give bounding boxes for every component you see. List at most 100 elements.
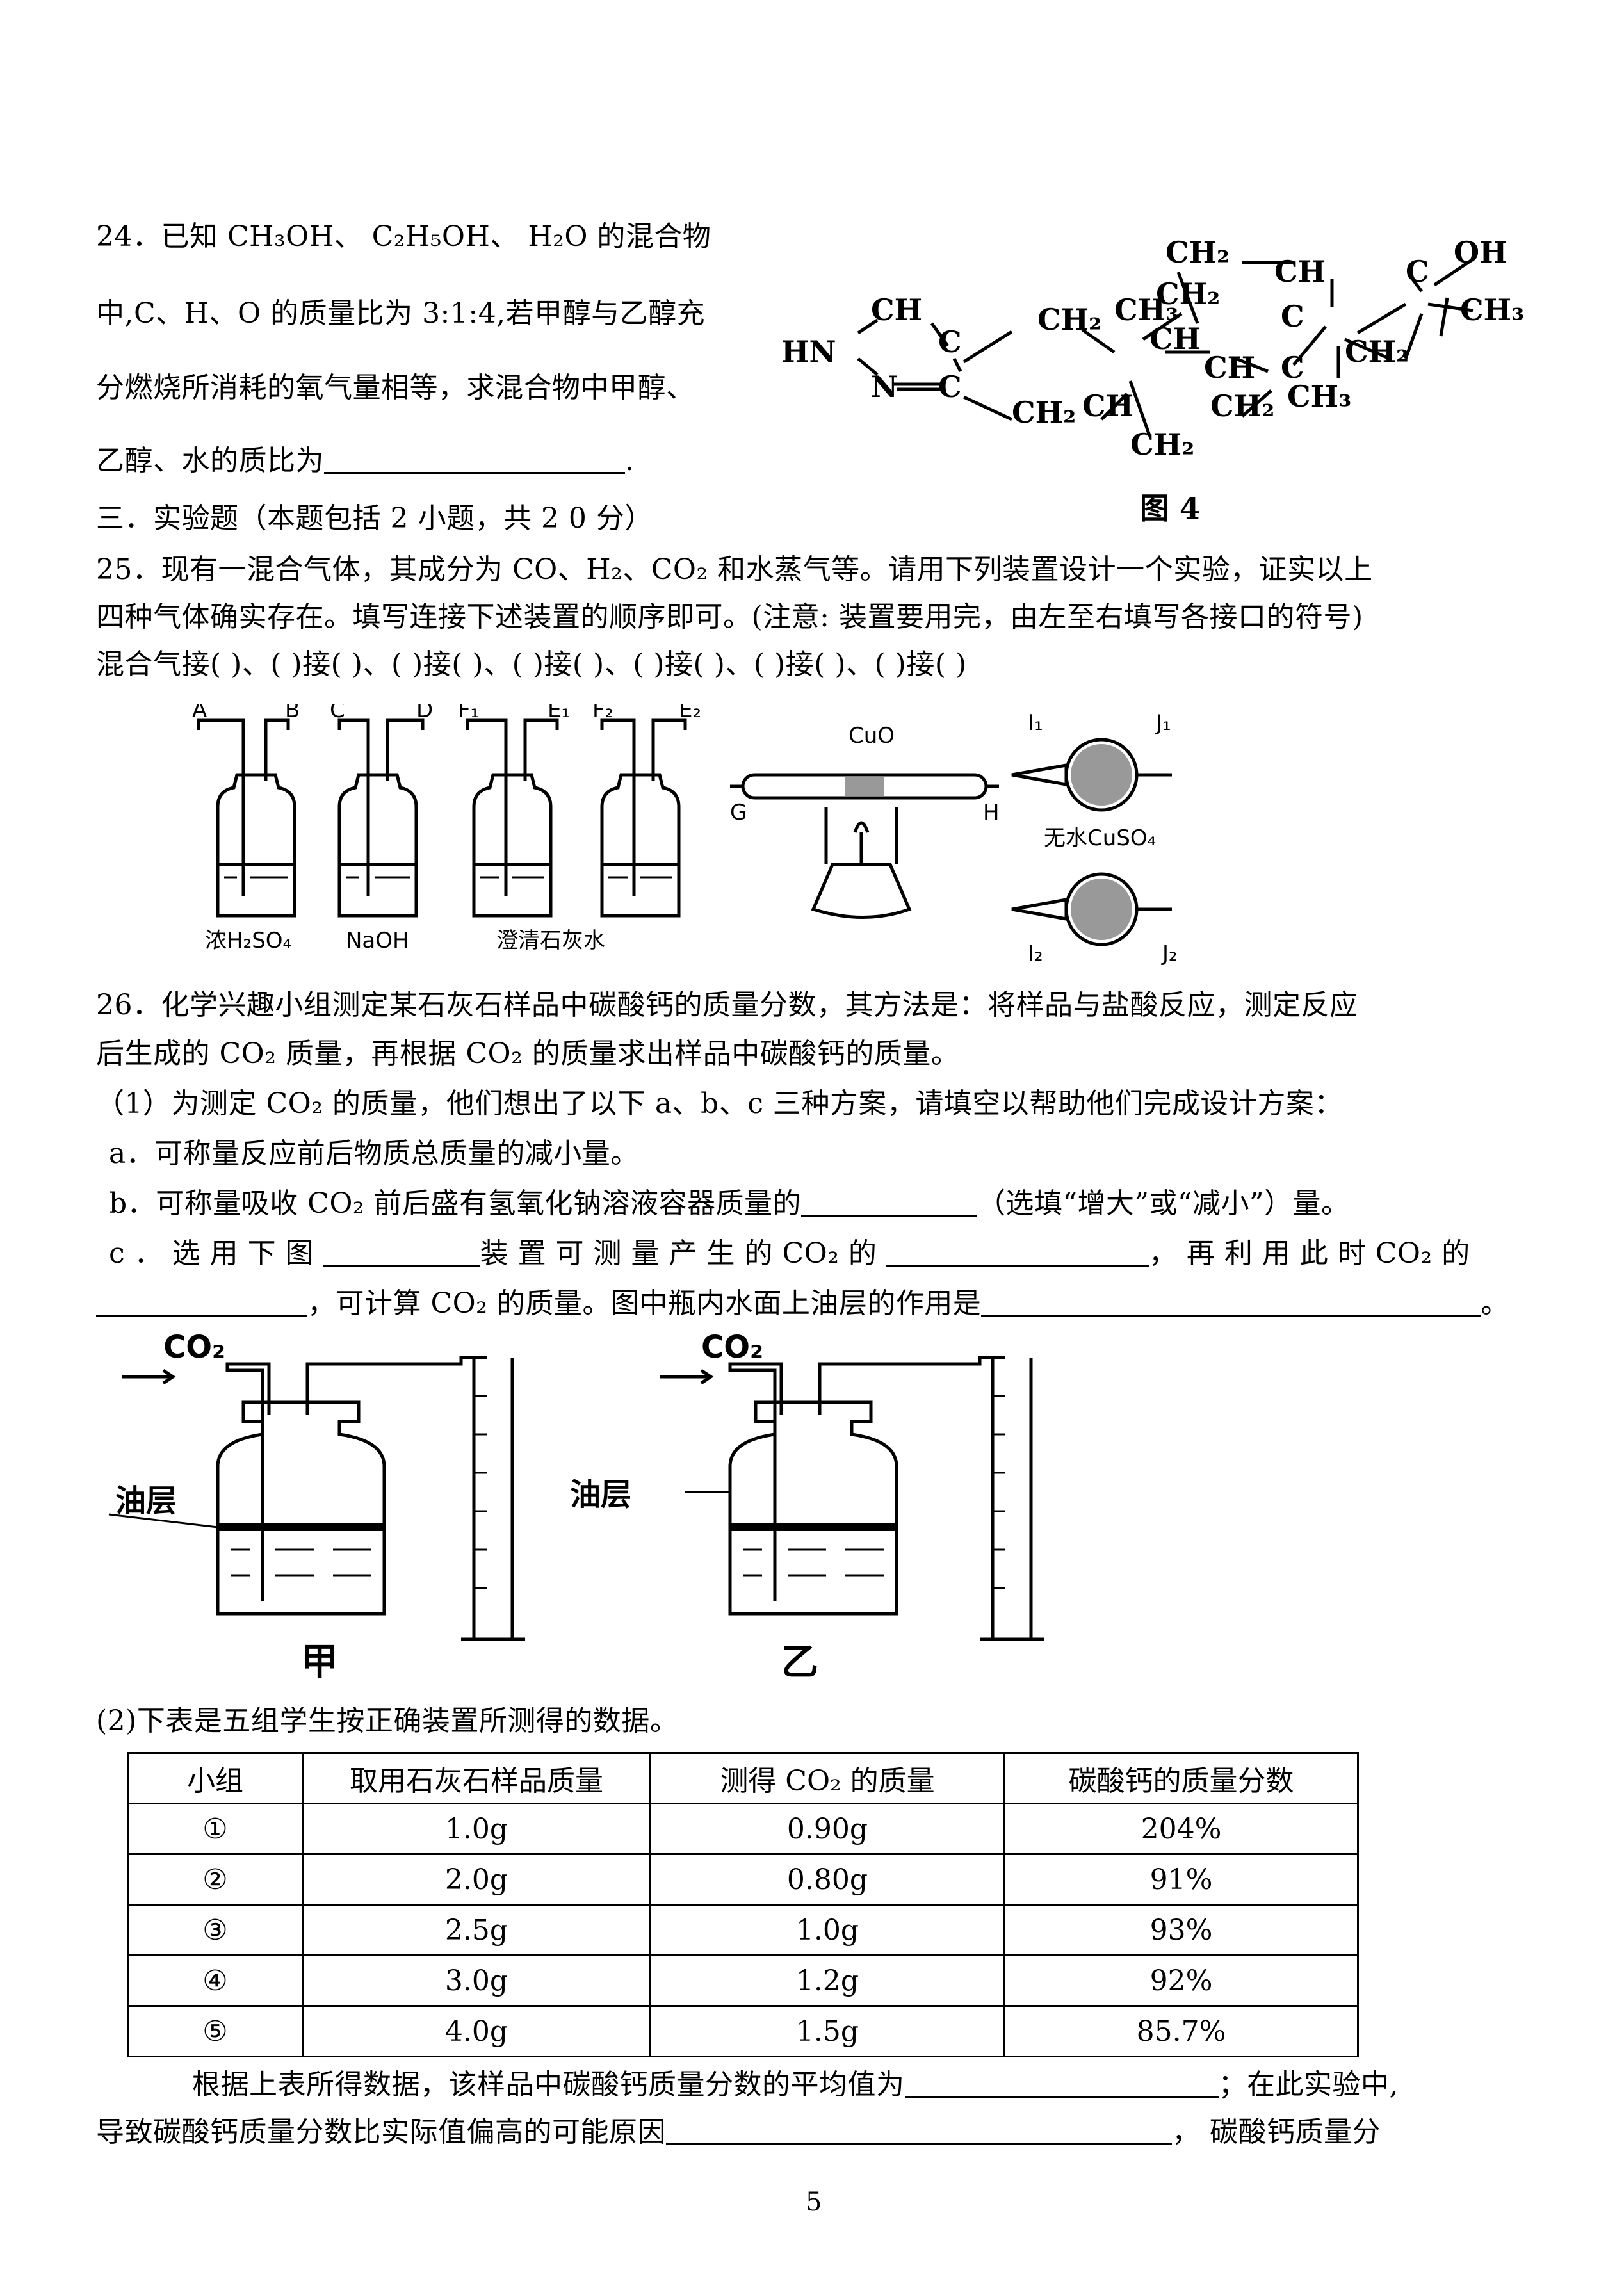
q26-b-blank[interactable]: [801, 1187, 978, 1217]
svg-text:N: N: [871, 369, 898, 404]
q24-line4-end: .: [625, 444, 635, 477]
table-cell: 3.0g: [302, 1954, 651, 2007]
table-header: 小组: [127, 1752, 304, 1804]
label-cuso4: 无水CuSO₄: [1044, 825, 1156, 851]
table-cell: ④: [127, 1954, 304, 2007]
svg-text:CH: CH: [1082, 389, 1133, 423]
caption-jia: 甲: [301, 1640, 338, 1678]
svg-text:C: C: [1281, 299, 1304, 334]
q26-2-after1: 根据上表所得数据，该样品中碳酸钙质量分数的平均值为 ；在此实验中,: [192, 2066, 1399, 2104]
q26-line1: 26．化学兴趣小组测定某石灰石样品中碳酸钙的质量分数，其方法是：将样品与盐酸反应…: [96, 989, 1358, 1021]
q26-option-a: a．可称量反应前后物质总质量的减小量。: [109, 1137, 639, 1170]
table-row: ④ 3.0g 1.2g 92%: [127, 1954, 1359, 2007]
svg-text:CH₂: CH₂: [1156, 277, 1220, 311]
section3-heading: 三．实验题（本题包括 2 小题，共 2 0 分）: [96, 502, 653, 535]
table-cell: ③: [127, 1904, 304, 1956]
oil-label-yi: 油层: [570, 1477, 631, 1512]
q24-line4-text: 乙醇、水的质比为: [96, 444, 324, 477]
svg-text:C: C: [1406, 254, 1429, 289]
svg-text:CH: CH: [1149, 321, 1201, 356]
q25-line1: 25．现有一混合气体，其成分为 CO、H₂、CO₂ 和水蒸气等。请用下列装置设计…: [96, 553, 1373, 586]
svg-text:C: C: [938, 369, 962, 404]
label-D: D: [416, 704, 433, 723]
table-header: 取用石灰石样品质量: [302, 1752, 651, 1804]
co2-label-yi: CO₂: [701, 1329, 763, 1365]
svg-text:CH₂: CH₂: [1037, 302, 1101, 337]
q26-c-blank3[interactable]: [96, 1286, 307, 1317]
table-cell: 0.90g: [649, 1803, 1005, 1855]
svg-text:C: C: [1281, 350, 1304, 385]
table-cell: 91%: [1003, 1853, 1359, 1906]
table-row: ⑤ 4.0g 1.5g 85.7%: [127, 2005, 1359, 2057]
q26-c-blank4[interactable]: [981, 1286, 1481, 1317]
svg-text:CH: CH: [871, 293, 922, 327]
figures-jia-yi: CO₂ CO₂ 油层 油层 甲 乙: [108, 1329, 1044, 1678]
table-cell: 1.2g: [649, 1954, 1005, 2007]
svg-text:CH₂: CH₂: [1210, 389, 1274, 423]
svg-text:CH: CH: [1204, 350, 1255, 385]
label-J1: J₁: [1155, 710, 1171, 736]
co2-label-jia: CO₂: [163, 1329, 225, 1365]
table-cell: 204%: [1003, 1803, 1359, 1855]
label-C: C: [330, 704, 345, 723]
q26-c-blank1[interactable]: [323, 1237, 480, 1267]
q26-option-b: b．可称量吸收 CO₂ 前后盛有氢氧化钠溶液容器质量的（选填“增大”或“减小”）…: [109, 1185, 1350, 1223]
table-header: 测得 CO₂ 的质量: [649, 1752, 1005, 1804]
table-cell: 2.5g: [302, 1904, 651, 1956]
q26-2-reason-blank[interactable]: [666, 2115, 1172, 2145]
svg-text:CH₂: CH₂: [1345, 334, 1409, 369]
label-CuO: CuO: [849, 723, 895, 749]
q26-c-pre: c ． 选 用 下 图: [109, 1237, 314, 1270]
q26-2-after1-post: ；在此实验中,: [1218, 2068, 1399, 2101]
svg-text:CH₃: CH₃: [1114, 293, 1178, 327]
q26-c-blank2[interactable]: [886, 1237, 1149, 1267]
label-F2: F₂: [592, 704, 613, 723]
caption-h2so4: 浓H₂SO₄: [205, 928, 291, 953]
q26-2-after1-pre: 根据上表所得数据，该样品中碳酸钙质量分数的平均值为: [192, 2068, 905, 2101]
label-E2: E₂: [679, 704, 701, 723]
q26-2-average-blank[interactable]: [904, 2068, 1219, 2098]
q26-option-c-cont: ，可计算 CO₂ 的质量。图中瓶内水面上油层的作用是。: [96, 1285, 1509, 1323]
svg-text:CH₃: CH₃: [1287, 379, 1351, 414]
q26-line3: （1）为测定 CO₂ 的质量，他们想出了以下 a、b、c 三种方案，请填空以帮助…: [96, 1087, 1343, 1120]
q26-2-after2-post: ， 碳酸钙质量分: [1172, 2116, 1381, 2148]
table-cell: 1.0g: [302, 1803, 651, 1855]
table-cell: 4.0g: [302, 2005, 651, 2057]
label-A: A: [192, 704, 207, 723]
table-header: 碳酸钙的质量分数: [1003, 1752, 1359, 1804]
q26-c2-mid: ，可计算 CO₂ 的质量。图中瓶内水面上油层的作用是: [307, 1287, 982, 1320]
table-header-row: 小组 取用石灰石样品质量 测得 CO₂ 的质量 碳酸钙的质量分数: [127, 1752, 1359, 1804]
svg-text:CH₃: CH₃: [1460, 293, 1524, 327]
q26-b-post: （选填“增大”或“减小”）量。: [977, 1187, 1350, 1220]
caption-yi: 乙: [781, 1640, 818, 1678]
apparatus-diagram: A B C D F₁ E₁ F₂ E₂ CuO G H I₁ J₁ I₂ J₂ …: [192, 704, 1178, 966]
table-cell: 1.0g: [649, 1904, 1005, 1956]
q26-2-after2: 导致碳酸钙质量分数比实际值偏高的可能原因， 碳酸钙质量分: [96, 2113, 1381, 2152]
svg-text:CH: CH: [1274, 254, 1326, 289]
figure4-structure: CH₂ CH C OH CH₂ CH₃ CH₂ CH₃ CH C CH₂ CH …: [781, 235, 1524, 526]
svg-text:CH₂: CH₂: [1165, 235, 1230, 270]
q26-line2: 后生成的 CO₂ 质量，再根据 CO₂ 的质量求出样品中碳酸钙的质量。: [96, 1037, 960, 1070]
table-cell: ②: [127, 1853, 304, 1906]
table-cell: ⑤: [127, 2005, 304, 2057]
table-cell: 2.0g: [302, 1853, 651, 1906]
svg-text:CH₂: CH₂: [1012, 395, 1076, 430]
label-F1: F₁: [458, 704, 479, 723]
q24-answer-blank[interactable]: [324, 444, 625, 474]
q24-line2: 中,C、H、O 的质量比为 3:1:4,若甲醇与乙醇充: [96, 297, 706, 330]
label-I2: I₂: [1028, 941, 1043, 966]
label-H: H: [983, 800, 1000, 825]
q26-c-mid1: 装 置 可 测 量 产 生 的 CO₂ 的: [480, 1237, 877, 1270]
table-cell: 93%: [1003, 1904, 1359, 1956]
table-row: ② 2.0g 0.80g 91%: [127, 1853, 1359, 1906]
table-cell: 92%: [1003, 1954, 1359, 2007]
q24-line3: 分燃烧所消耗的氧气量相等，求混合物中甲醇、: [96, 371, 695, 404]
table-cell: ①: [127, 1803, 304, 1855]
svg-text:CH₂: CH₂: [1130, 427, 1194, 462]
q26-2-intro: (2)下表是五组学生按正确装置所测得的数据。: [96, 1705, 679, 1737]
table-row: ① 1.0g 0.90g 204%: [127, 1803, 1359, 1855]
q24-line4: 乙醇、水的质比为.: [96, 442, 635, 480]
svg-text:HN: HN: [781, 334, 836, 369]
svg-text:C: C: [938, 325, 962, 359]
table-cell: 85.7%: [1003, 2005, 1359, 2057]
